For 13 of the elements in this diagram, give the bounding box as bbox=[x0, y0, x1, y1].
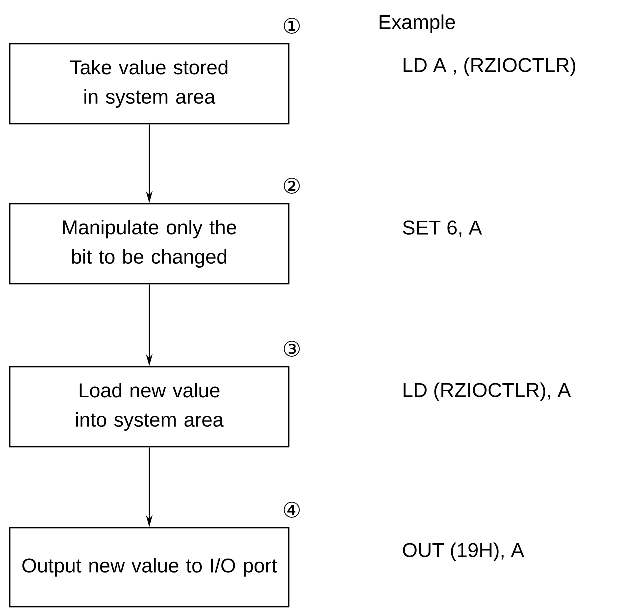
code-line: SET 6, A bbox=[403, 220, 482, 238]
code-line: LD (RZIOCTLR), A bbox=[404, 382, 572, 402]
process-box: Output new value to I/O port bbox=[9, 527, 290, 608]
process-box: Take value stored in system area bbox=[9, 43, 290, 125]
step-number: ① bbox=[284, 18, 300, 34]
code-line: LD A , (RZIOCTLR) bbox=[404, 58, 576, 76]
process-box: Load new value into system area bbox=[9, 366, 290, 448]
code-line: OUT (19H), A bbox=[403, 542, 524, 562]
step-number: ② bbox=[284, 178, 300, 194]
step-number: ④ bbox=[284, 502, 300, 518]
step-number: ③ bbox=[284, 341, 300, 357]
heading: Example bbox=[380, 14, 456, 34]
process-box: Manipulate only the bit to be changed bbox=[9, 203, 290, 285]
